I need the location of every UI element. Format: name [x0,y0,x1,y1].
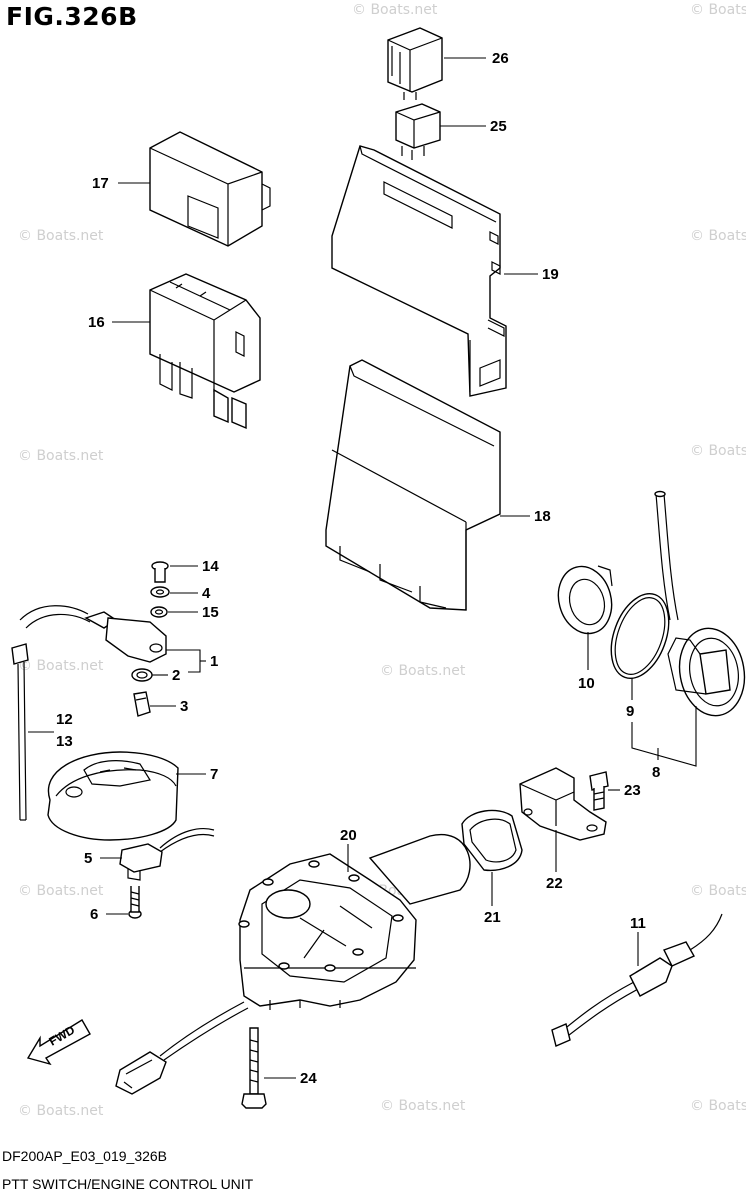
part-washer-15 [150,606,168,618]
part-grommet-21 [461,809,523,872]
part-cable-tie-12-13 [11,643,29,821]
part-oring-2 [131,668,153,682]
callout-25: 25 [490,118,507,135]
figure-title: FIG.326B [6,2,138,31]
leader-lines [28,57,697,1079]
callout-19: 19 [542,266,559,283]
callout-24: 24 [300,1070,317,1087]
part-bolt-23 [589,771,609,811]
watermark: © Boats.net [690,228,746,244]
part-screw-6 [128,886,142,919]
part-bolt-14 [151,561,169,583]
part-bracket-22 [519,767,607,841]
callout-5: 5 [84,850,92,867]
part-clip-3 [133,691,151,717]
part-oring-9 [610,593,670,679]
watermark: © Boats.net [690,883,746,899]
watermark: © Boats.net [352,2,438,18]
callout-6: 6 [90,906,98,923]
part-relay-25 [395,103,441,160]
callout-7: 7 [210,766,218,783]
part-switch-holder-7 [47,751,179,841]
part-trim-sensor-1 [19,605,167,663]
figure-caption: PTT SWITCH/ENGINE CONTROL UNIT [2,1176,254,1192]
callout-17: 17 [92,175,109,192]
callout-3: 3 [180,698,188,715]
watermark: © Boats.net [690,2,746,18]
callout-23: 23 [624,782,641,799]
callout-8: 8 [652,764,660,781]
part-relay-26 [387,27,443,100]
fwd-arrow: FWD [26,1019,91,1066]
callout-9: 9 [626,703,634,720]
figure-code: DF200AP_E03_019_326B [2,1148,168,1164]
callout-15: 15 [202,604,219,621]
part-ecu-18 [325,359,501,611]
callout-13: 13 [56,733,73,750]
callout-18: 18 [534,508,551,525]
watermark: © Boats.net [690,1098,746,1114]
part-ptt-switch-8 [654,490,746,717]
callout-10: 10 [578,675,595,692]
callout-14: 14 [202,558,219,575]
watermark: © Boats.net [18,658,104,674]
callout-4: 4 [202,585,211,602]
part-bolt-24 [241,1027,267,1109]
callout-20: 20 [340,827,357,844]
part-fuse-cover-17 [149,131,271,247]
watermark: © Boats.net [380,663,466,679]
part-holder-10 [557,565,613,635]
part-fuse-box-16 [149,273,261,430]
part-harness-11 [551,913,723,1047]
callout-16: 16 [88,314,105,331]
watermark: © Boats.net [18,1103,104,1119]
part-ecu-bracket-19 [331,145,507,397]
watermark: © Boats.net [18,883,104,899]
callout-21: 21 [484,909,501,926]
watermark: © Boats.net [18,448,104,464]
part-switch-5 [119,827,215,881]
callout-11: 11 [630,915,646,932]
callout-labels: 26 25 17 16 19 18 14 4 15 1 2 3 12 13 7 … [56,50,660,1087]
part-washer-4 [150,586,170,598]
callout-22: 22 [546,875,563,892]
part-ptt-unit-20 [115,833,471,1095]
callout-1: 1 [210,653,218,670]
watermark: © Boats.net [380,1098,466,1114]
watermark: © Boats.net [18,228,104,244]
callout-12: 12 [56,711,73,728]
callout-2: 2 [172,667,180,684]
watermark: © Boats.net [690,443,746,459]
callout-26: 26 [492,50,509,67]
